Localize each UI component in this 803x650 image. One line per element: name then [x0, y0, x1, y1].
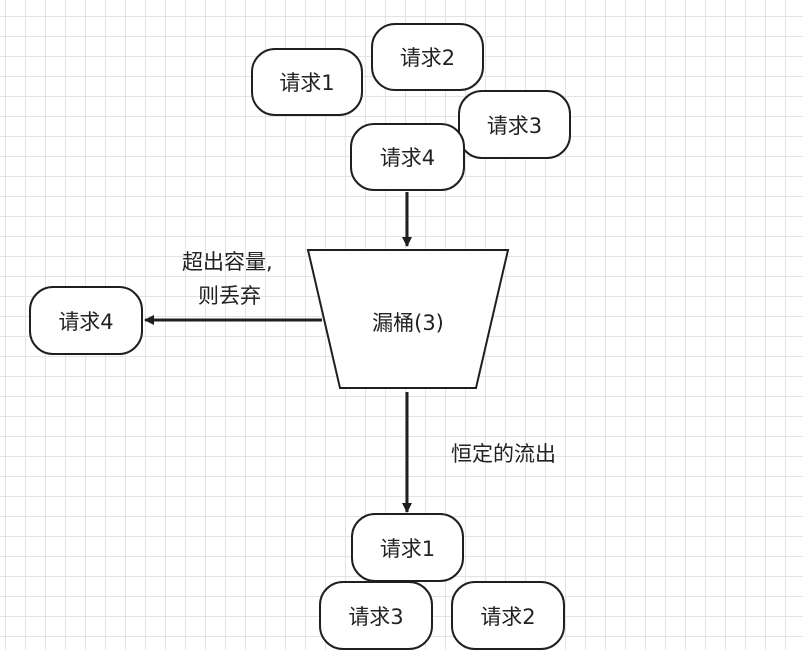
bucket-shape — [306, 249, 510, 389]
incoming-request-3-label: 请求3 — [486, 113, 543, 138]
outgoing-request-2-label: 请求2 — [480, 604, 536, 629]
incoming-request-2: 请求2 — [371, 23, 484, 91]
outgoing-request-3-label: 请求3 — [348, 604, 404, 629]
outgoing-request-1: 请求1 — [351, 513, 464, 582]
overflow-label-line-1: 超出容量, — [182, 250, 273, 274]
dropped-request-4-label: 请求4 — [58, 309, 114, 334]
overflow-label-line-2: 则丢弃 — [198, 284, 261, 308]
incoming-request-1-label: 请求1 — [279, 71, 335, 95]
outgoing-request-1-label: 请求1 — [379, 536, 436, 561]
dropped-request-4: 请求4 — [29, 286, 143, 355]
incoming-request-4: 请求4 — [350, 123, 465, 191]
incoming-request-2-label: 请求2 — [399, 46, 456, 70]
incoming-request-3: 请求3 — [458, 90, 571, 159]
outflow-label: 恒定的流出 — [451, 442, 556, 466]
bucket-label: 漏桶(3) — [320, 300, 496, 344]
outgoing-request-2: 请求2 — [451, 581, 565, 650]
incoming-request-1: 请求1 — [251, 48, 363, 116]
incoming-request-4-label: 请求4 — [379, 146, 436, 170]
outgoing-request-3: 请求3 — [319, 581, 433, 650]
bucket-label-text: 漏桶(3) — [372, 311, 444, 335]
